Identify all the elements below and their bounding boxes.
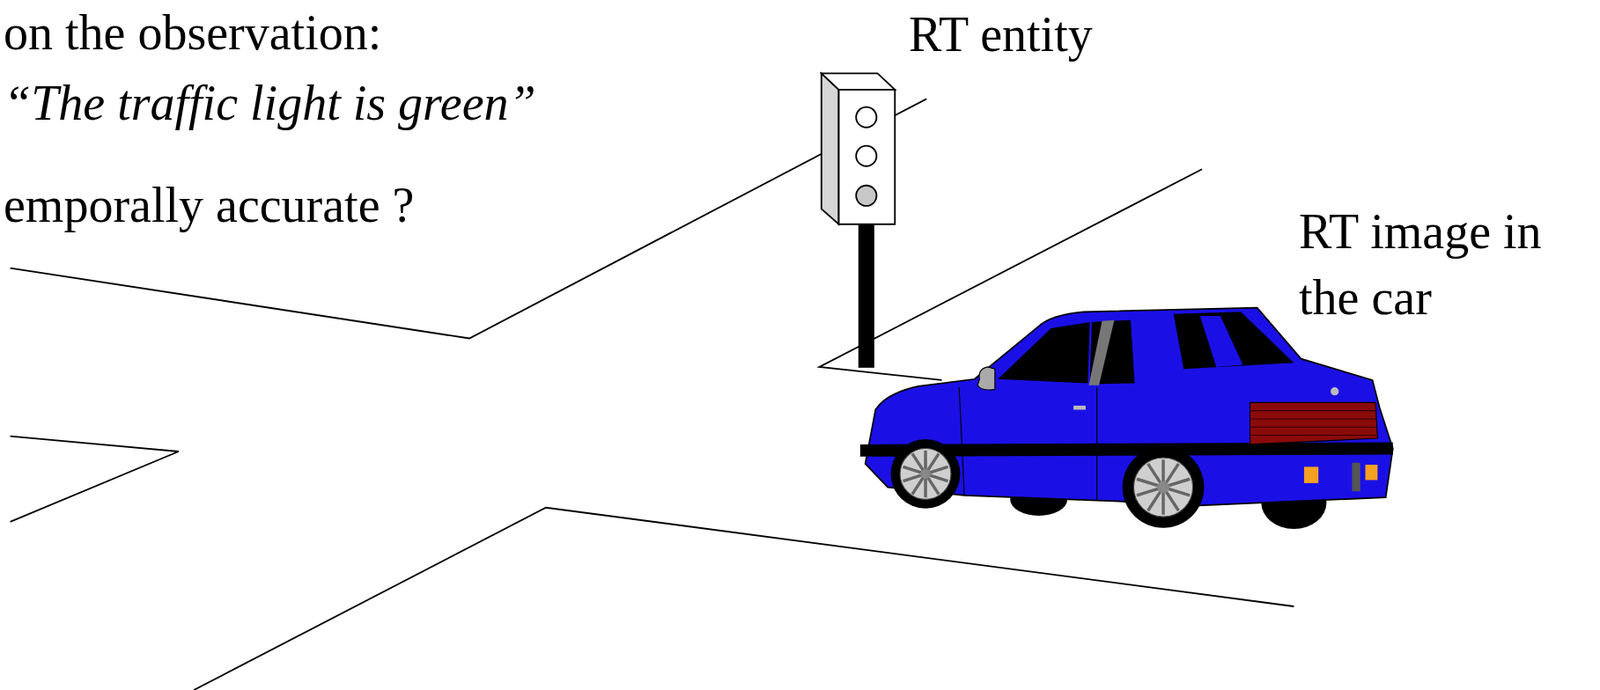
prompt-text: on the observation: [3,0,382,67]
car-rear-window [1173,311,1295,369]
label-text: emporally accurate ? [3,172,414,239]
car-reflector [1364,464,1378,480]
traffic-light-side [821,73,840,224]
prompt-text: emporally accurate ? [3,172,414,239]
wheel [1122,446,1205,529]
label-text: on the observation: [3,0,382,67]
car-door-line [1096,387,1098,500]
car-handle [1073,405,1086,411]
label-text: “The traffic light is green” [3,70,537,137]
road-edge [193,508,1294,690]
car-window [997,322,1090,384]
car [860,308,1394,530]
rt-entity-label: RT entity [908,1,1093,68]
traffic-light [821,73,895,368]
lamp [855,107,877,128]
car-taillight [1250,402,1379,444]
road-edge [10,436,179,523]
traffic-light-pole [859,224,874,368]
car-reflector [1304,466,1319,484]
wheel [891,439,961,509]
label-text: RT image in the car [1298,199,1564,332]
car-pillar [1088,320,1114,386]
car-mirror [977,367,996,391]
label-text: RT entity [908,1,1093,68]
lamp [855,185,877,207]
rt-image-label: RT image in the car [1298,199,1564,332]
car-lock [1330,387,1339,396]
observation-quote: “The traffic light is green” [3,70,537,137]
car-pillar [1200,316,1244,368]
traffic-light-top [821,73,895,90]
lamp [855,146,877,167]
traffic-light-front [839,89,896,225]
car-exhaust [1351,463,1360,492]
car-door-line [958,387,965,496]
